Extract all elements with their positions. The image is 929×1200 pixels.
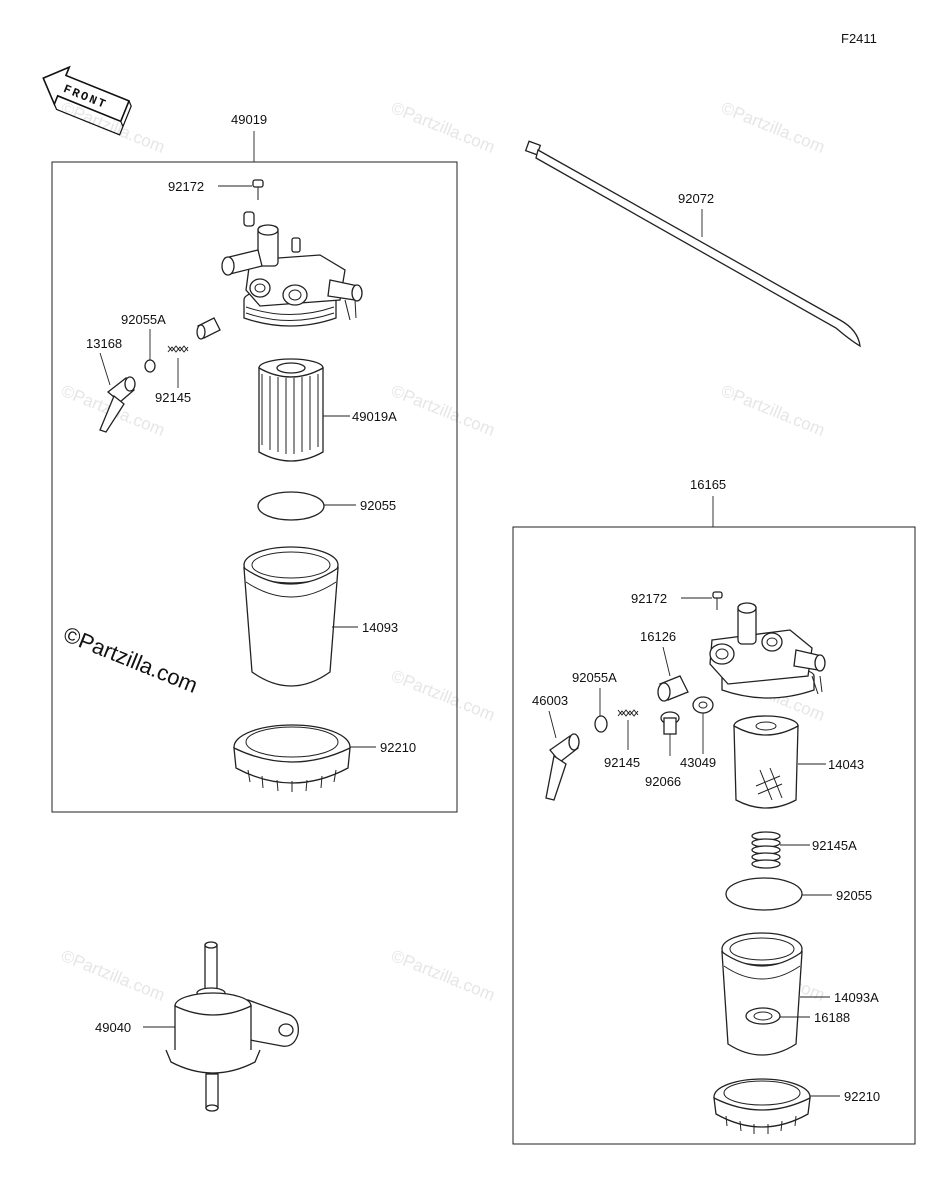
watermark: ©Partzilla.com (719, 98, 828, 157)
part-label: 92172 (631, 591, 667, 606)
right-assembly-frame (512, 526, 916, 1145)
filter-element-icon (733, 715, 799, 809)
watermark: ©Partzilla.com (389, 666, 498, 725)
part-label: 49040 (95, 1020, 131, 1035)
left-assembly-frame (51, 161, 458, 813)
filter-head (221, 211, 363, 327)
tie-band-icon (524, 140, 861, 348)
part-label: 92210 (844, 1089, 880, 1104)
o-ring-icon (144, 359, 156, 373)
watermark: ©Partzilla.com (389, 381, 498, 440)
part-label: 92172 (168, 179, 204, 194)
watermark: ©Partzilla.com (59, 946, 168, 1005)
spring-icon (751, 831, 781, 869)
part-label: 92145 (155, 390, 191, 405)
part-label: 92210 (380, 740, 416, 755)
bolt-icon (712, 591, 723, 610)
assembly-number-right: 16165 (690, 477, 726, 492)
o-ring-icon (594, 715, 608, 733)
part-label: 92072 (678, 191, 714, 206)
filter-element-icon (258, 358, 324, 462)
watermarks: ©Partzilla.com ©Partzilla.com ©Partzilla… (59, 98, 828, 1005)
watermark: ©Partzilla.com (719, 381, 828, 440)
part-label: 92066 (645, 774, 681, 789)
filter-cup-icon (243, 546, 339, 687)
ring-nut-icon (713, 1078, 811, 1134)
float-icon (745, 1007, 781, 1025)
partzilla-watermark: ©Partzilla.com (60, 621, 201, 697)
part-label: 14093 (362, 620, 398, 635)
figure-code: F2411 (841, 31, 877, 46)
part-label: 92055A (121, 312, 166, 327)
assembly-number-left: 49019 (231, 112, 267, 127)
part-label: 92055 (360, 498, 396, 513)
lever-icon (545, 733, 580, 801)
filter-head (709, 602, 826, 699)
plug-icon (660, 711, 680, 735)
bolt-icon (252, 179, 264, 200)
part-label: 16126 (640, 629, 676, 644)
part-label: 14093A (834, 990, 879, 1005)
ring-nut-icon (233, 724, 351, 792)
part-label: 92145 (604, 755, 640, 770)
lever-icon (99, 376, 136, 433)
watermark: ©Partzilla.com (389, 946, 498, 1005)
part-label: 16188 (814, 1010, 850, 1025)
filter-cup-icon (721, 932, 803, 1056)
fuel-filter-icon (165, 941, 299, 1112)
o-ring-icon (725, 877, 803, 911)
o-ring-icon (257, 491, 325, 521)
washer-icon (692, 696, 714, 714)
part-label: 92055A (572, 670, 617, 685)
part-label: 14043 (828, 757, 864, 772)
spring-icon (617, 709, 639, 717)
spring-icon (167, 345, 189, 353)
part-label: 43049 (680, 755, 716, 770)
part-label: 92055 (836, 888, 872, 903)
watermark: ©Partzilla.com (389, 98, 498, 157)
part-label: 46003 (532, 693, 568, 708)
part-label: 92145A (812, 838, 857, 853)
part-label: 49019A (352, 409, 397, 424)
part-label: 13168 (86, 336, 122, 351)
plug-icon (196, 317, 221, 340)
fitting-icon (657, 675, 689, 702)
